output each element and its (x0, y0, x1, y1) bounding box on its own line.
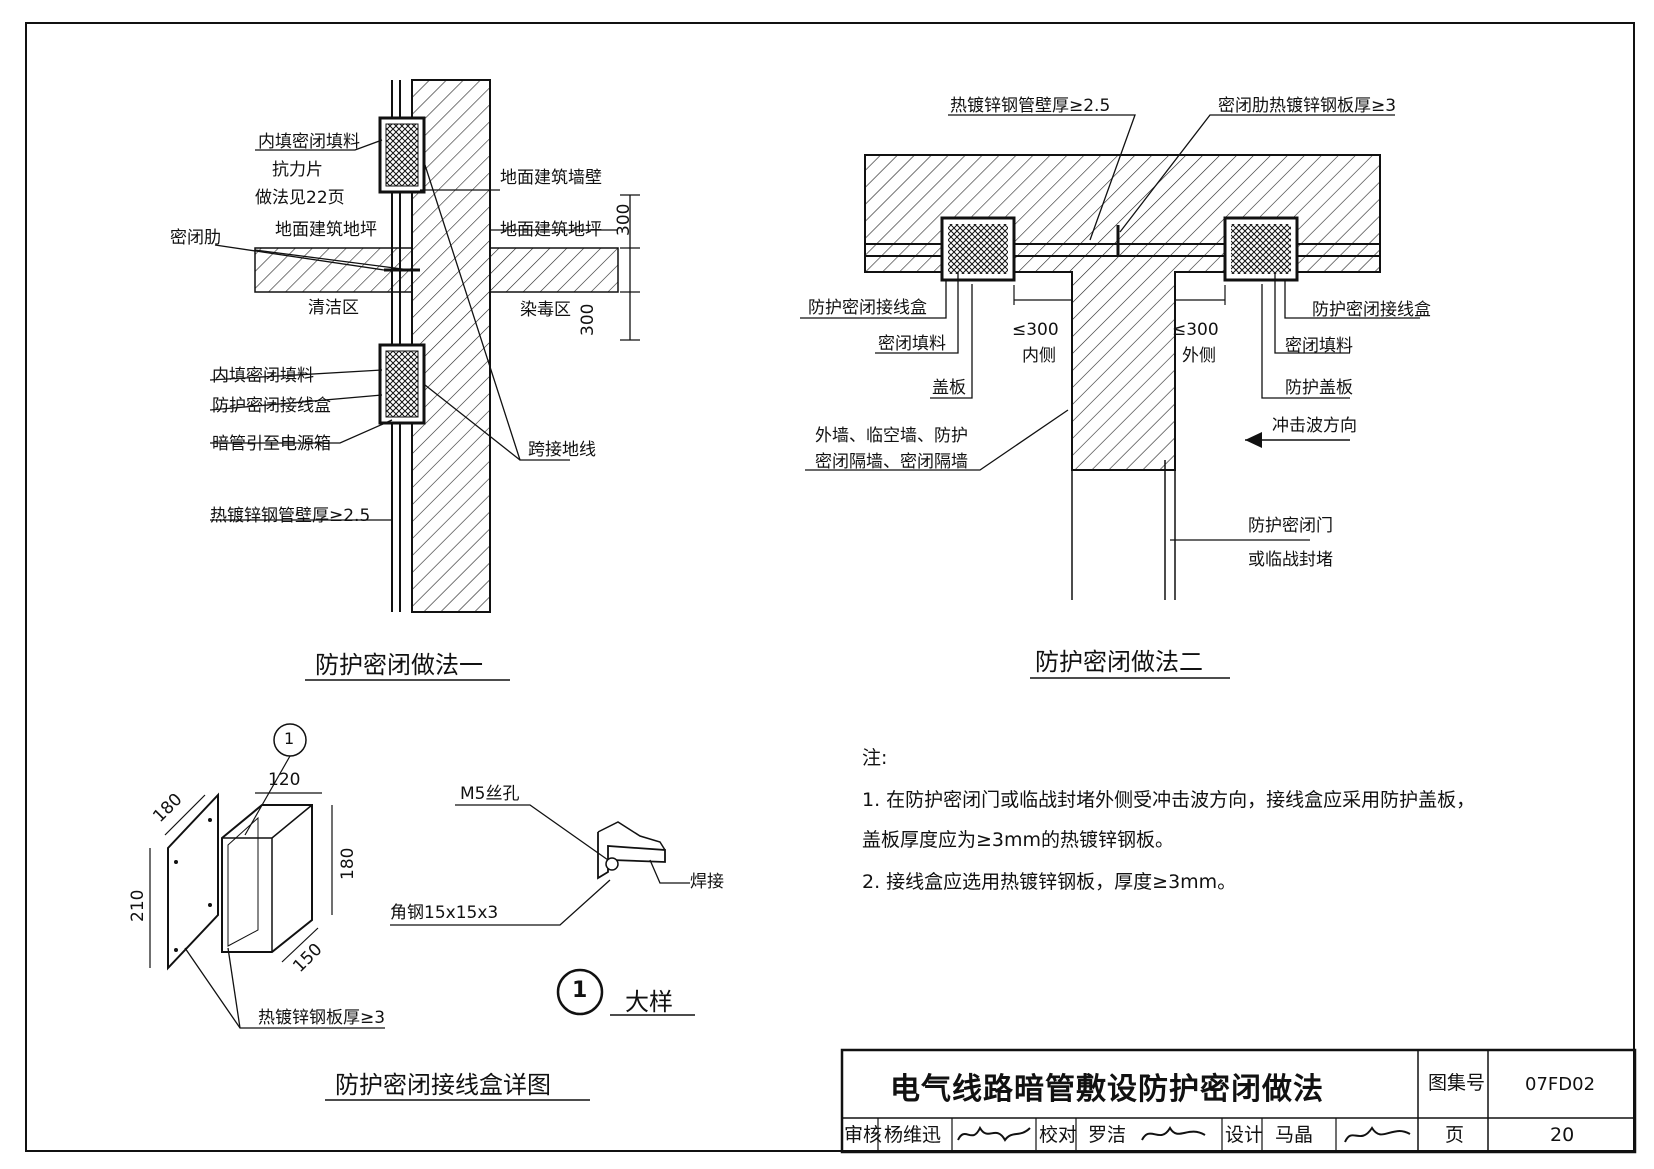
title-block-checker: 罗洁 (1088, 1124, 1127, 1146)
fig1-inner-fill-top: 内填密闭填料 (258, 132, 360, 152)
designer-signature (1344, 1126, 1411, 1143)
fig2-dim-inside: ≤300 (1012, 320, 1059, 340)
fig1-dim-300-bottom: 300 (578, 303, 598, 336)
title-block-page-no: 20 (1550, 1124, 1575, 1146)
fig2-fill-left: 密闭填料 (878, 334, 946, 354)
fig1-seal-rib: 密闭肋 (170, 228, 221, 248)
fig1-drawing (209, 79, 640, 681)
drawing-frame (25, 22, 1635, 1152)
fig2-box-left: 防护密闭接线盒 (808, 298, 927, 318)
fig3-circle-num: 1 (284, 729, 295, 748)
reviewer-signature (957, 1125, 1031, 1142)
fig1-dim-300-top: 300 (614, 203, 634, 236)
fig2-box-right: 防护密闭接线盒 (1312, 300, 1431, 320)
fig1-junction-box: 防护密闭接线盒 (212, 396, 331, 416)
fig3-plate: 热镀锌钢板厚≥3 (258, 1008, 386, 1028)
fig1-ground-wall: 地面建筑墙壁 (500, 168, 602, 188)
fig1-inner-fill-bottom: 内填密闭填料 (212, 366, 314, 386)
fig3-drawing (149, 723, 590, 1101)
fig3-dim-180-right: 180 (338, 847, 358, 880)
fig2-walls-line1: 外墙、临空墙、防护 (815, 426, 968, 446)
notes-item-2: 2. 接线盒应选用热镀锌钢板，厚度≥3mm。 (862, 871, 1237, 893)
fig2-outside: 外侧 (1182, 346, 1216, 366)
fig4-circle-num: 1 (572, 978, 588, 1003)
fig2-seal-rib: 密闭肋热镀锌钢板厚≥3 (1218, 96, 1397, 116)
title-block-reviewer: 杨维迅 (884, 1124, 942, 1146)
fig4-title: 大样 (625, 988, 673, 1016)
fig2-cover-left: 盖板 (932, 378, 966, 398)
fig3-title: 防护密闭接线盒详图 (335, 1071, 551, 1099)
title-block-review-label: 审核 (844, 1124, 883, 1146)
fig1-clean-zone: 清洁区 (308, 298, 359, 318)
checker-signature (1141, 1126, 1206, 1141)
title-block-lines (840, 1048, 1637, 1154)
fig2-walls-line2: 密闭隔墙、密闭隔墙 (815, 452, 968, 472)
fig2-fill-right: 密闭填料 (1285, 336, 1353, 356)
fig1-title: 防护密闭做法一 (315, 651, 483, 679)
fig2-dim-outside: ≤300 (1172, 320, 1219, 340)
fig2-cover-right: 防护盖板 (1285, 378, 1353, 398)
fig4-weld: 焊接 (690, 872, 724, 892)
fig3-dim-210: 210 (128, 889, 148, 922)
title-block-page-label: 页 (1445, 1124, 1465, 1146)
title-block-designer: 马晶 (1275, 1124, 1314, 1146)
fig1-anti-force: 抗力片 (272, 160, 323, 180)
title-block-design-label: 设计 (1225, 1124, 1264, 1146)
fig1-pipe-wall: 热镀锌钢管壁厚≥2.5 (210, 506, 371, 526)
fig4-drawing (390, 804, 695, 1016)
fig1-see-page: 做法见22页 (255, 188, 345, 208)
fig2-drawing (800, 114, 1420, 679)
fig1-ground-floor-right: 地面建筑地坪 (500, 220, 602, 240)
title-block-check-label: 校对 (1039, 1124, 1078, 1146)
fig3-dim-120: 120 (268, 770, 301, 790)
fig2-shock-dir: 冲击波方向 (1272, 416, 1357, 436)
fig2-inside: 内侧 (1022, 346, 1056, 366)
fig2-pipe-wall: 热镀锌钢管壁厚≥2.5 (950, 96, 1111, 116)
notes-heading: 注: (862, 747, 888, 769)
fig1-jumper: 跨接地线 (528, 440, 596, 460)
title-block-atlas-label: 图集号 (1428, 1072, 1486, 1094)
title-block-atlas-no: 07FD02 (1525, 1074, 1596, 1095)
fig4-tap-hole: M5丝孔 (460, 784, 520, 804)
notes-item-1-cont: 盖板厚度应为≥3mm的热镀锌钢板。 (862, 829, 1175, 851)
fig2-door-line1: 防护密闭门 (1248, 516, 1333, 536)
fig2-door-line2: 或临战封堵 (1248, 550, 1333, 570)
fig1-ground-floor-left: 地面建筑地坪 (275, 220, 377, 240)
fig4-angle-steel: 角钢15x15x3 (390, 903, 499, 923)
title-block-title: 电气线路暗管敷设防护密闭做法 (890, 1072, 1324, 1107)
notes-item-1: 1. 在防护密闭门或临战封堵外侧受冲击波方向，接线盒应采用防护盖板， (862, 789, 1476, 811)
fig2-title: 防护密闭做法二 (1035, 648, 1203, 676)
fig1-conduit-to-box: 暗管引至电源箱 (212, 434, 331, 454)
fig1-toxic-zone: 染毒区 (520, 300, 571, 320)
